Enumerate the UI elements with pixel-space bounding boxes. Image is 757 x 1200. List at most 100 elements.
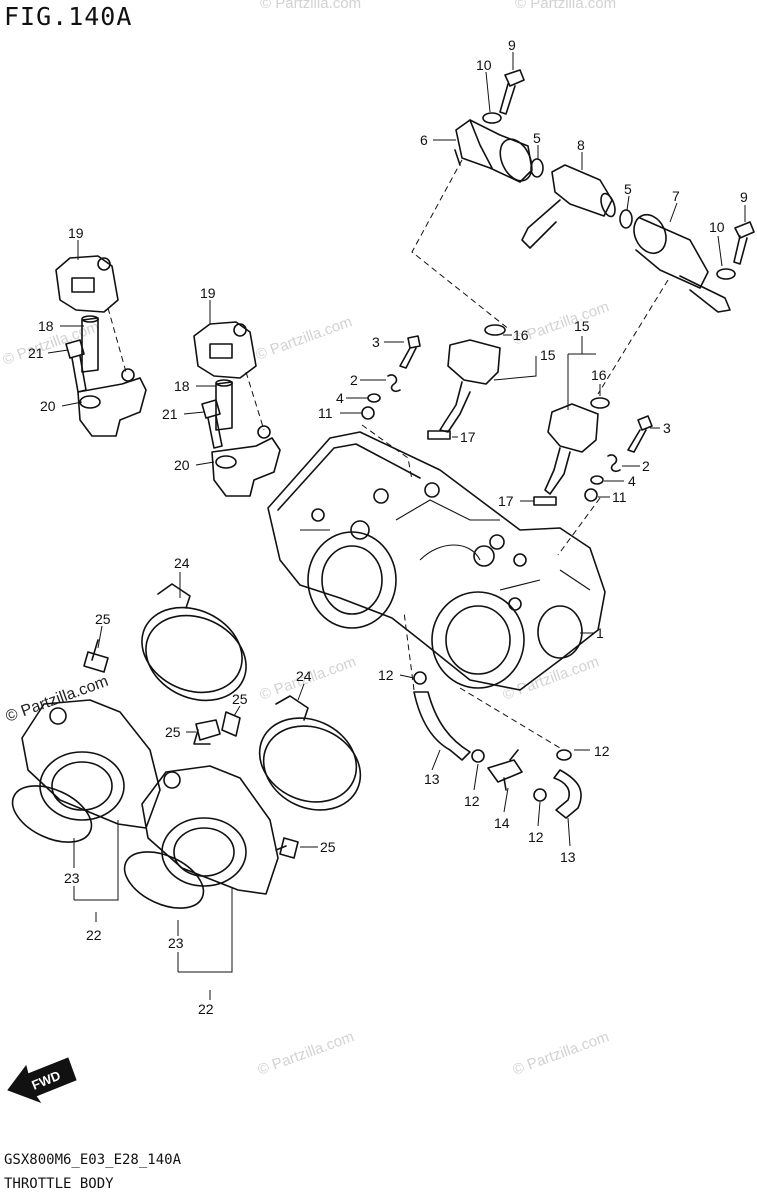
screw-25-a [83, 639, 109, 673]
washer-10-right [716, 268, 736, 280]
callout-23: 23 [64, 870, 80, 886]
hose-13-right [553, 769, 582, 819]
callout-12: 12 [378, 667, 394, 683]
callout-21: 21 [162, 406, 178, 422]
callout-24: 24 [296, 668, 312, 684]
screw-3-right [627, 415, 653, 453]
callout-24: 24 [174, 555, 190, 571]
fuel-pipe-6 [454, 119, 533, 183]
fuel-pipe-7 [633, 213, 731, 313]
callout-18: 18 [38, 318, 54, 334]
o-ring-23-left [11, 785, 93, 843]
callout-12: 12 [528, 829, 544, 845]
callout-3: 3 [372, 334, 380, 350]
callout-16: 16 [591, 367, 607, 383]
watermark: © Partzilla.com [256, 1028, 357, 1079]
fuel-tee-8 [521, 164, 616, 249]
figure-title: FIG.140A [4, 2, 133, 31]
ring-11-right [584, 488, 598, 502]
callout-16: 16 [513, 327, 529, 343]
screw-25-d [275, 837, 299, 859]
callout-19: 19 [200, 285, 216, 301]
o-ring-23-right [123, 851, 205, 909]
callout-17: 17 [460, 429, 476, 445]
callout-14: 14 [494, 815, 510, 831]
washer-4-right [590, 475, 604, 485]
seal-17-left [427, 430, 451, 440]
callout-25: 25 [232, 691, 248, 707]
clip-12-d [556, 749, 572, 761]
callout-1: 1 [596, 625, 604, 641]
pipe-18-right [215, 379, 233, 431]
spring-2-right [607, 454, 621, 473]
figure-code: GSX800M6_E03_E28_140A [4, 1152, 182, 1168]
watermark: © Partzilla.com [254, 313, 355, 364]
forward-arrow-icon: FWD [7, 1057, 77, 1104]
watermark: © Partzilla.com [260, 0, 361, 12]
bolt-9-right [733, 221, 755, 265]
callout-12: 12 [464, 793, 480, 809]
screw-3-left [399, 335, 421, 369]
callout-22: 22 [198, 1001, 214, 1017]
throttle-body-1 [267, 431, 606, 691]
seal-17-right [533, 496, 557, 506]
bracket-20-right [211, 425, 281, 497]
callout-10: 10 [709, 219, 725, 235]
clamp-24-right [258, 695, 362, 811]
intake-pipe-22-right [141, 765, 279, 895]
callout-13: 13 [560, 849, 576, 865]
callout-labels: 9 10 6 5 8 5 7 9 10 19 18 21 20 19 18 21… [28, 37, 748, 1017]
callout-9: 9 [508, 37, 516, 53]
callout-22: 22 [86, 927, 102, 943]
intake-pipe-22-left [21, 699, 161, 829]
watermark: © Partzilla.com [511, 1028, 612, 1079]
watermark: © Partzilla.com [515, 0, 616, 12]
callout-3: 3 [663, 420, 671, 436]
callout-11: 11 [612, 489, 627, 505]
clip-12-a [413, 671, 427, 685]
callout-20: 20 [40, 398, 56, 414]
callout-11: 11 [318, 405, 333, 421]
alignment-lines [107, 159, 669, 749]
callout-4: 4 [336, 390, 344, 406]
callout-8: 8 [577, 137, 585, 153]
sensor-19-right [193, 321, 257, 379]
bolt-21-right [201, 399, 223, 449]
callout-2: 2 [350, 372, 358, 388]
figure-caption: THROTTLE BODY [4, 1176, 114, 1192]
callout-10: 10 [476, 57, 492, 73]
clamp-24-left [141, 583, 247, 702]
injector-left [439, 339, 501, 433]
spring-2-left [387, 374, 401, 393]
callout-15: 15 [540, 347, 556, 363]
callout-15: 15 [574, 318, 590, 334]
callout-25: 25 [165, 724, 181, 740]
callout-20: 20 [174, 457, 190, 473]
callout-9: 9 [740, 189, 748, 205]
callout-17: 17 [498, 493, 514, 509]
watermark-group: © Partzilla.com © Partzilla.com © Partzi… [1, 0, 617, 1079]
clip-12-b [471, 749, 485, 763]
bolt-21-left [65, 339, 87, 393]
screw-25-c [221, 711, 241, 737]
ring-11-left [361, 406, 375, 420]
callout-7: 7 [672, 188, 680, 204]
callout-18: 18 [174, 378, 190, 394]
hose-13-left [413, 691, 471, 761]
bracket-20-left [77, 368, 147, 437]
bolt-9-top [499, 69, 525, 115]
washer-4-left [367, 393, 381, 403]
o-ring-5-right [619, 209, 633, 229]
callout-13: 13 [424, 771, 440, 787]
o-ring-5-left [530, 158, 544, 178]
callout-19: 19 [68, 225, 84, 241]
callout-6: 6 [420, 132, 428, 148]
callout-5: 5 [624, 181, 632, 197]
callout-21: 21 [28, 345, 44, 361]
callout-4: 4 [628, 473, 636, 489]
brand-watermark: © Partzilla.com [4, 673, 111, 726]
screw-25-b [193, 719, 221, 745]
clip-12-c [533, 788, 547, 802]
callout-23: 23 [168, 935, 184, 951]
leader-lines [47, 52, 746, 1000]
